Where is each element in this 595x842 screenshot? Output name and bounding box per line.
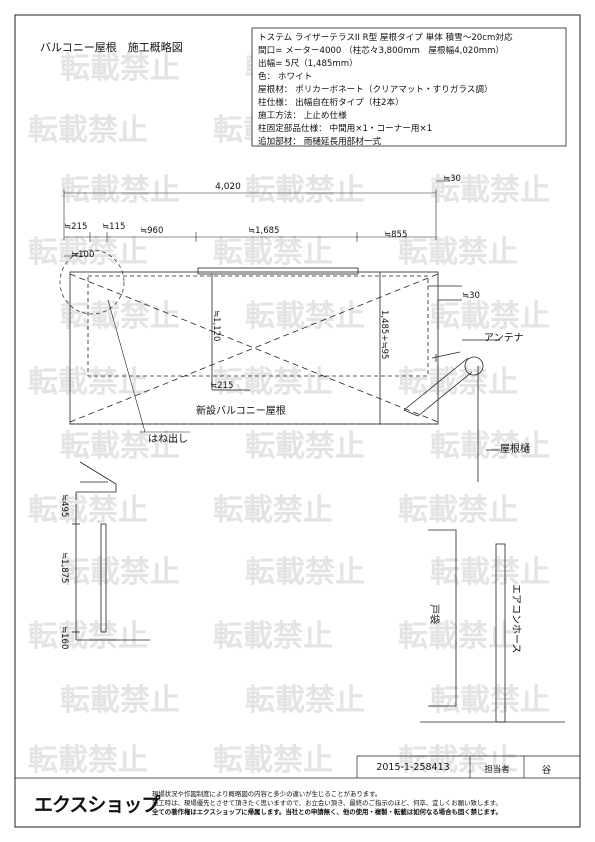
- watermark-text: 転載禁止: [430, 683, 550, 718]
- charge-name: 谷: [541, 765, 552, 776]
- drawing-code: 2015-1-258413: [376, 762, 450, 773]
- watermark-text: 転載禁止: [28, 113, 148, 148]
- watermark-text: 転載禁止: [28, 493, 148, 528]
- dim-mid-1685: ≒1,685: [248, 226, 279, 236]
- note-line: 施工時は、現場優先とさせて頂きたく思いますので、お立会い頂き、最終のご指示のほど…: [152, 799, 502, 807]
- note-line: 現場状況や作図制度により概略図の内容と多少の違いが生じることがあります。: [152, 790, 382, 798]
- spec-line: 柱固定部品仕様： 中間用×1・コーナー用×1: [258, 124, 433, 134]
- watermark-text: 転載禁止: [430, 555, 550, 590]
- dim-total-width: 4,020: [215, 182, 241, 192]
- watermark-text: 転載禁止: [60, 299, 180, 334]
- watermark-text: 転載禁止: [60, 51, 180, 86]
- watermark-text: 転載禁止: [245, 555, 365, 590]
- watermark-text: 転載禁止: [213, 493, 333, 528]
- watermark-text: 転載禁止: [213, 365, 333, 400]
- footer-frame: [15, 755, 580, 779]
- dim-elev-160: ≒160: [59, 626, 69, 649]
- watermark-text: 転載禁止: [60, 555, 180, 590]
- watermark-text: 転載禁止: [398, 493, 518, 528]
- dim-left-100: ≒100: [71, 250, 94, 260]
- watermark-text: 転載禁止: [430, 299, 550, 334]
- spec-line: 屋根材： ポリカーボネート（クリアマット・すりガラス調）: [258, 85, 493, 95]
- watermark-text: 転載禁止: [213, 743, 333, 778]
- watermark-text: 転載禁止: [60, 429, 180, 464]
- note-line: 全ての著作権はエクスショップに帰属します。当社との申請無く、他の使用・複製・転載…: [152, 808, 502, 816]
- watermark-text: 転載禁止: [398, 235, 518, 270]
- wall-fixtures: [420, 529, 565, 723]
- spec-line: トステム ライザーテラスII R型 屋根タイプ 単体 積雪～20cm対応: [258, 33, 513, 43]
- footer-notes: 現場状況や作図制度により概略図の内容と多少の違いが生じることがあります。 施工時…: [152, 790, 572, 817]
- watermark-text: 転載禁止: [60, 173, 180, 208]
- spec-line: 追加部材： 雨樋延長用部材一式: [258, 137, 382, 147]
- top-dimensions: [63, 180, 450, 257]
- dim-left-115: ≒115: [102, 222, 125, 232]
- label-gutter: 屋根樋: [500, 442, 530, 455]
- watermark-text: 転載禁止: [60, 683, 180, 718]
- label-overhang: はね出し: [148, 432, 188, 445]
- watermark-text: 転載禁止: [430, 173, 550, 208]
- overhang-detail-circle: [59, 249, 125, 315]
- spec-line: 色： ホワイト: [258, 72, 313, 82]
- dim-mid-960: ≒960: [140, 226, 163, 236]
- label-shutter-box: 戸袋: [428, 604, 441, 624]
- dim-right-855: ≒855: [384, 230, 407, 240]
- overhang-leader: [107, 299, 146, 433]
- watermark-text: 転載禁止: [398, 619, 518, 654]
- spec-line: 柱仕様： 出幅自在桁タイプ（柱2本）: [258, 98, 404, 108]
- dim-depth-1485: 1,485+≒95: [379, 310, 389, 359]
- company-logo: エクスショップ: [34, 794, 160, 816]
- spec-line: 施工方法： 上止め仕様: [258, 111, 347, 121]
- watermark-text: 転載禁止: [245, 299, 365, 334]
- eave-gutter: [403, 339, 500, 482]
- dim-inner-215: ≒215: [210, 381, 233, 391]
- label-aircon-hose: エアコンホース: [510, 584, 522, 654]
- watermark-text: 転載禁止: [398, 365, 518, 400]
- dim-side-30: ≒30: [462, 291, 480, 301]
- spec-list: トステム ライザーテラスII R型 屋根タイプ 単体 積雪～20cm対応 間口=…: [252, 28, 566, 147]
- spec-box: [251, 27, 567, 147]
- dim-elev-495: ≒495: [59, 494, 69, 517]
- watermark-text: 転載禁止: [245, 683, 365, 718]
- watermark-text: 転載禁止: [245, 429, 365, 464]
- dim-depth-1120: ≒1,120: [211, 310, 221, 341]
- charge-label: 担当者: [484, 765, 510, 775]
- watermark-text: 転載禁止: [28, 619, 148, 654]
- drawing-title: バルコニー屋根 施工概略図: [40, 41, 183, 54]
- watermark-text: 転載禁止: [28, 743, 148, 778]
- watermark-text: 転載禁止: [28, 235, 148, 270]
- dim-right-30: ≒30: [443, 174, 461, 184]
- watermark-text: 転載禁止: [213, 235, 333, 270]
- spec-line: 間口= メーター4000 （柱芯々3,800mm 屋根幅4,020mm）: [258, 46, 505, 56]
- watermark-text: 転載禁止: [245, 173, 365, 208]
- watermark-text: 転載禁止: [398, 743, 518, 778]
- watermark-text: 転載禁止: [430, 429, 550, 464]
- dim-elev-1875: ≒1,875: [59, 552, 69, 583]
- elevation-view: [72, 461, 150, 641]
- label-antenna: アンテナ: [484, 332, 524, 344]
- watermark-layer: 転載禁止転載禁止転載禁止転載禁止転載禁止転載禁止転載禁止転載禁止転載禁止転載禁止…: [28, 51, 550, 778]
- label-roof: 新設バルコニー屋根: [196, 404, 286, 417]
- sheet-frame: [14, 14, 581, 828]
- dim-left-215: ≒215: [64, 222, 87, 232]
- watermark-text: 転載禁止: [213, 619, 333, 654]
- roof-plan: [69, 267, 462, 425]
- spec-line: 出幅= 5尺（1,485mm）: [258, 59, 358, 69]
